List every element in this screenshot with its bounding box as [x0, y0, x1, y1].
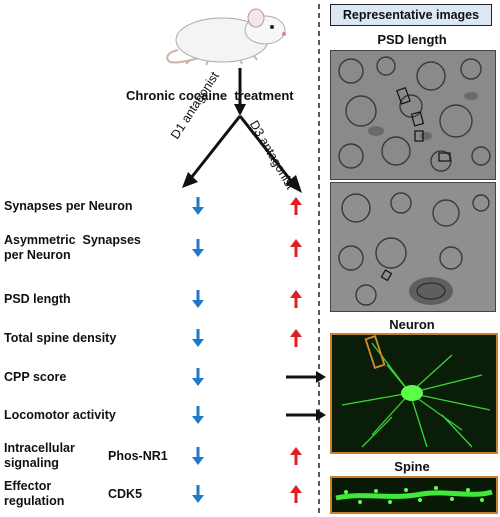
d3-up-arrow-icon: [290, 329, 302, 347]
row-label: signaling: [4, 456, 59, 470]
treatment-label: Chronic cocaine treatment: [126, 88, 294, 103]
d1-down-arrow-icon: [192, 329, 204, 347]
d1-down-arrow-icon: [192, 197, 204, 215]
d1-branch-line: [189, 115, 242, 179]
d1-down-arrow-icon: [192, 485, 204, 503]
d3-up-arrow-icon: [290, 290, 302, 308]
d3-up-arrow-icon: [290, 447, 302, 465]
d1-down-arrow-icon: [192, 290, 204, 308]
em-micrograph-bottom: [330, 182, 496, 312]
row-label: Effector: [4, 479, 52, 493]
d3-right-arrow-icon: [286, 371, 326, 383]
d3-up-arrow-icon: [290, 197, 302, 215]
row-sublabel: Phos-NR1: [108, 449, 168, 463]
row-sublabel: CDK5: [108, 487, 143, 501]
psd-length-panel-title: PSD length: [377, 32, 447, 47]
row-label: CPP score: [4, 369, 67, 384]
row-label: Total spine density: [4, 330, 117, 345]
neuron-panel-title: Neuron: [389, 317, 435, 332]
d3-right-arrow-icon: [286, 409, 326, 421]
row-label: PSD length: [4, 291, 71, 306]
row-label: Intracellular: [4, 441, 75, 455]
treatment-arrow-head: [234, 104, 246, 116]
mouse-illustration: [166, 8, 286, 66]
d3-up-arrow-icon: [290, 485, 302, 503]
d3-branch-line: [238, 115, 294, 183]
em-micrograph-top: [330, 50, 496, 180]
d3-branch-head: [285, 175, 302, 193]
row-label: Locomotor activity: [4, 407, 116, 422]
neuron-image: [330, 333, 498, 454]
spine-panel-title: Spine: [394, 459, 430, 474]
row-label: Asymmetric Synapses: [4, 233, 141, 247]
d1-down-arrow-icon: [192, 368, 204, 386]
d1-branch-head: [182, 172, 198, 188]
spine-image: [330, 476, 498, 514]
row-label: Synapses per Neuron: [4, 198, 133, 213]
d1-down-arrow-icon: [192, 406, 204, 424]
d3-up-arrow-icon: [290, 239, 302, 257]
d1-down-arrow-icon: [192, 239, 204, 257]
representative-images-header: Representative images: [330, 4, 492, 26]
representative-images-title: Representative images: [342, 8, 480, 22]
d1-down-arrow-icon: [192, 447, 204, 465]
row-label: regulation: [4, 494, 65, 508]
row-label: per Neuron: [4, 248, 71, 262]
